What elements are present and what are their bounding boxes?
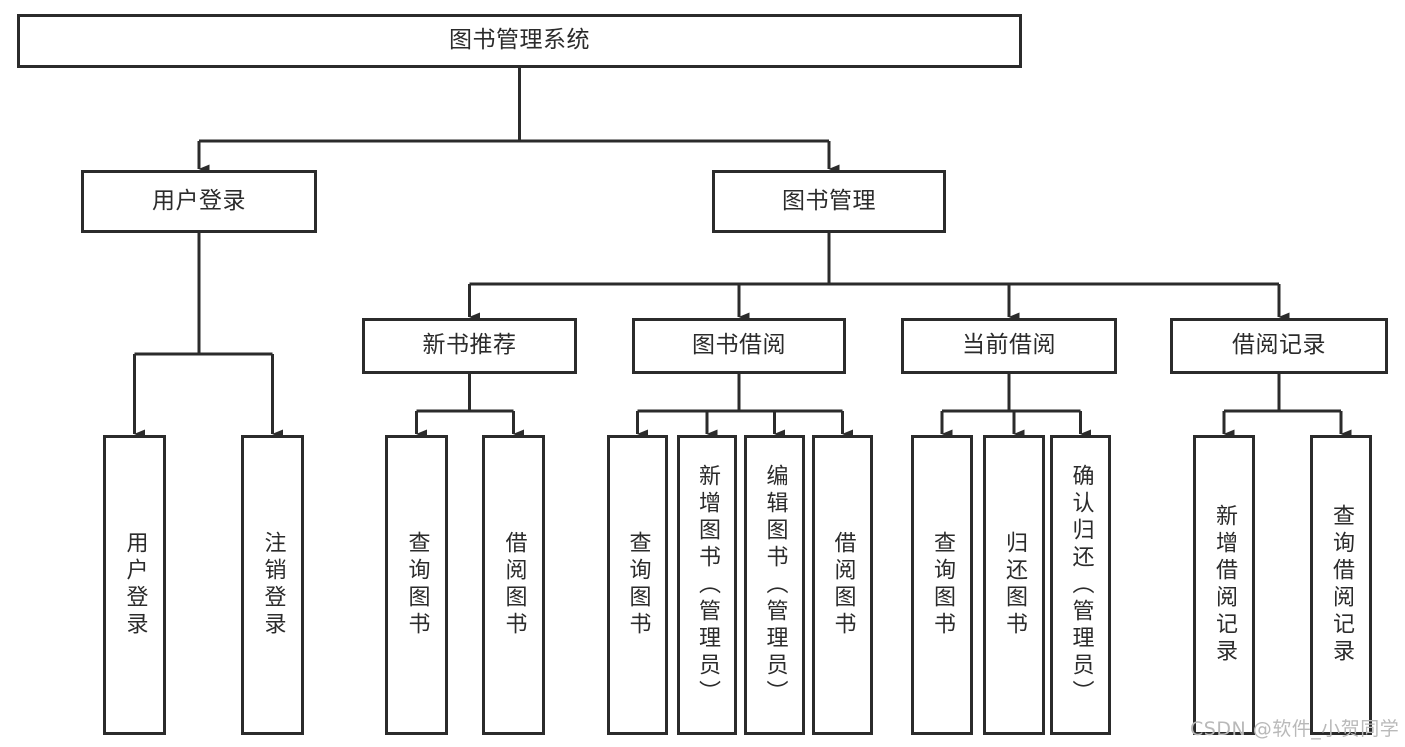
- node-root-label: 图书管理系统: [449, 27, 590, 54]
- node-new-book-recommend[interactable]: 新书推荐: [362, 318, 577, 374]
- node-book-borrow-label: 图书借阅: [692, 332, 786, 359]
- node-leaf-user-login-label: 用户登录: [122, 531, 148, 639]
- node-leaf-edit-book[interactable]: 编辑图书（管理员）: [744, 435, 805, 735]
- node-current-borrow-label: 当前借阅: [962, 332, 1056, 359]
- node-leaf-borrow-book-1[interactable]: 借阅图书: [482, 435, 545, 735]
- node-leaf-add-record-label: 新增借阅记录: [1212, 504, 1237, 666]
- node-leaf-user-login[interactable]: 用户登录: [103, 435, 166, 735]
- node-new-book-recommend-label: 新书推荐: [422, 332, 517, 359]
- node-leaf-query-book-2[interactable]: 查询图书: [607, 435, 668, 735]
- node-leaf-confirm-return-label: 确认归还（管理员）: [1068, 463, 1094, 707]
- csdn-watermark: CSDN @软件_小贺同学: [1190, 718, 1400, 740]
- node-leaf-borrow-book-1-label: 借阅图书: [501, 531, 527, 639]
- node-leaf-add-record[interactable]: 新增借阅记录: [1193, 435, 1255, 735]
- node-leaf-add-book-label: 新增图书（管理员）: [695, 463, 720, 707]
- node-book-manage[interactable]: 图书管理: [712, 170, 946, 233]
- node-leaf-borrow-book-2[interactable]: 借阅图书: [812, 435, 873, 735]
- node-leaf-query-book-1[interactable]: 查询图书: [385, 435, 448, 735]
- node-leaf-confirm-return[interactable]: 确认归还（管理员）: [1050, 435, 1111, 735]
- node-leaf-add-book[interactable]: 新增图书（管理员）: [677, 435, 737, 735]
- node-leaf-borrow-book-2-label: 借阅图书: [830, 531, 856, 639]
- node-leaf-query-book-3-label: 查询图书: [930, 531, 955, 639]
- node-leaf-logout[interactable]: 注销登录: [241, 435, 304, 735]
- node-book-borrow[interactable]: 图书借阅: [632, 318, 846, 374]
- node-leaf-logout-label: 注销登录: [260, 531, 286, 639]
- node-leaf-return-book-label: 归还图书: [1002, 531, 1027, 639]
- node-book-manage-label: 图书管理: [782, 187, 876, 214]
- node-leaf-query-book-3[interactable]: 查询图书: [911, 435, 973, 735]
- node-root[interactable]: 图书管理系统: [17, 14, 1022, 68]
- node-leaf-return-book[interactable]: 归还图书: [983, 435, 1045, 735]
- node-leaf-edit-book-label: 编辑图书（管理员）: [762, 463, 788, 707]
- node-user-login[interactable]: 用户登录: [81, 170, 317, 233]
- node-leaf-query-record[interactable]: 查询借阅记录: [1310, 435, 1372, 735]
- node-user-login-label: 用户登录: [152, 187, 246, 214]
- node-leaf-query-record-label: 查询借阅记录: [1329, 504, 1354, 666]
- node-leaf-query-book-1-label: 查询图书: [404, 531, 430, 639]
- node-leaf-query-book-2-label: 查询图书: [625, 531, 651, 639]
- node-current-borrow[interactable]: 当前借阅: [901, 318, 1117, 374]
- node-borrow-record[interactable]: 借阅记录: [1170, 318, 1388, 374]
- node-borrow-record-label: 借阅记录: [1232, 332, 1326, 359]
- connector-lines: [133, 68, 1352, 439]
